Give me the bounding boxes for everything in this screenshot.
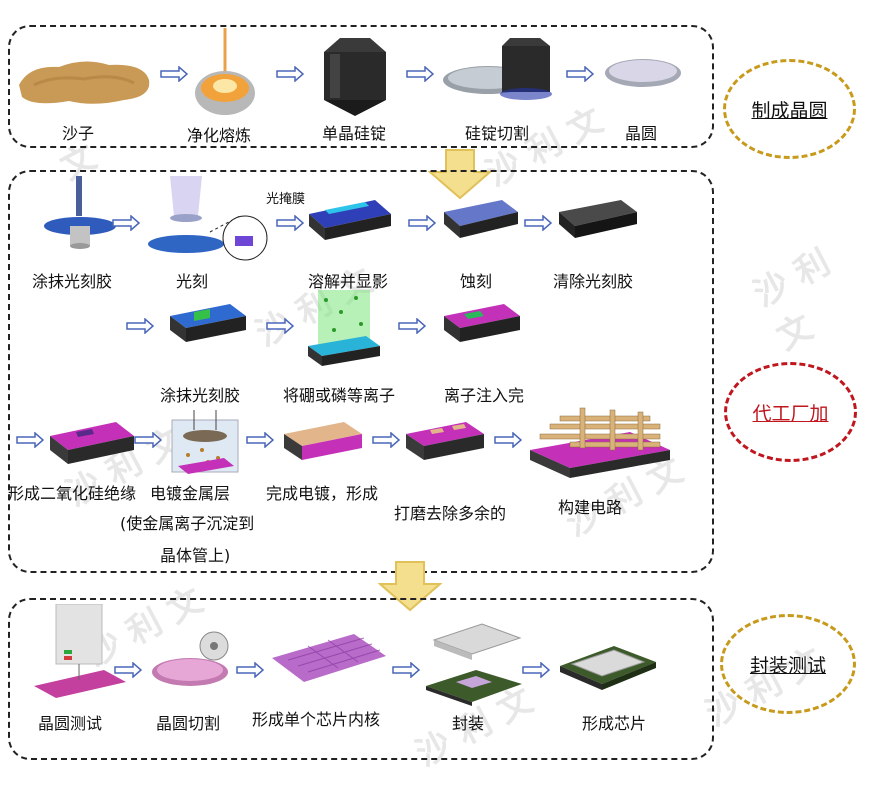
spin-coat-image (44, 176, 116, 249)
stage-package-ellipse: 封装测试 (720, 614, 856, 714)
step-label: 硅锭切割 (465, 124, 530, 143)
lithography-image (148, 176, 268, 261)
plating-done-image (284, 422, 362, 460)
step-label: 溶解并显影 (308, 272, 389, 291)
arrow-icon (524, 215, 552, 231)
etch-image (444, 200, 518, 238)
step-label: 蚀刻 (460, 272, 493, 291)
photomask-label: 光掩膜 (266, 192, 306, 207)
step-label: 形成单个芯片内核 (252, 710, 381, 729)
step-label: 电镀金属层 (150, 484, 231, 503)
arrow-icon (16, 432, 44, 448)
stage-wafer-box (8, 25, 714, 148)
step-label: 光刻 (176, 272, 209, 291)
strip-resist-image (559, 200, 637, 238)
chip-image (560, 646, 656, 690)
implant-done-image (444, 304, 520, 342)
wafer-test-image (34, 604, 126, 698)
polish-image (406, 422, 484, 460)
arrow-icon (114, 662, 142, 678)
ingot-cutting-image (443, 38, 552, 100)
die-image (272, 634, 386, 682)
circuit-build-image (530, 407, 670, 478)
ion-implant-image (308, 290, 380, 366)
step-label: 涂抹光刻胶 (32, 272, 113, 291)
arrow-icon (112, 215, 140, 231)
arrow-icon (522, 662, 550, 678)
arrow-icon (494, 432, 522, 448)
arrow-icon (406, 66, 434, 82)
melting-image (195, 28, 255, 115)
wafer-dicing-image (152, 631, 229, 686)
stage-arrow-icon (378, 561, 442, 612)
stage-package-box (8, 598, 714, 760)
arrow-icon (126, 318, 154, 334)
arrow-icon (276, 66, 304, 82)
arrow-icon (408, 215, 436, 231)
watermark: 沙 利 文 (747, 242, 837, 359)
step-label: 形成二氧化硅绝缘 (8, 484, 137, 503)
stage-foundry-box (8, 170, 714, 573)
stage-wafer-ellipse: 制成晶圆 (723, 59, 856, 159)
arrow-icon (276, 215, 304, 231)
stage-arrow-icon (428, 149, 492, 200)
arrow-icon (134, 432, 162, 448)
step-label: 形成芯片 (582, 714, 647, 733)
step-label: 完成电镀，形成 (266, 484, 379, 503)
step-label: 净化熔炼 (187, 126, 252, 145)
step-label: 晶圆测试 (38, 714, 103, 733)
arrow-icon (392, 662, 420, 678)
arrow-icon (236, 662, 264, 678)
step-label: 离子注入完 (444, 386, 525, 405)
step-label: 晶圆 (625, 124, 658, 143)
step-label: 打磨去除多余的 (394, 504, 507, 523)
arrow-icon (160, 66, 188, 82)
wafer-image (605, 59, 681, 87)
step-label: 将硼或磷等离子 (283, 386, 396, 405)
oxide-image (50, 422, 134, 464)
step-label: 晶体管上) (160, 546, 231, 565)
sand-image (19, 61, 150, 104)
arrow-icon (246, 432, 274, 448)
develop-image (309, 200, 391, 240)
step-label: 构建电路 (558, 498, 623, 517)
step-label: 涂抹光刻胶 (160, 386, 241, 405)
step-label: 沙子 (62, 124, 95, 143)
coat-layer-image (170, 304, 246, 342)
step-label: (使金属离子沉淀到 (120, 514, 255, 533)
step-label: 封装 (452, 714, 485, 733)
stage-foundry-ellipse: 代工厂加 (724, 362, 857, 462)
packaging-image (426, 623, 522, 706)
step-label: 清除光刻胶 (553, 272, 634, 291)
ingot-image (324, 38, 386, 116)
electroplating-image (171, 410, 239, 474)
arrow-icon (566, 66, 594, 82)
step-label: 晶圆切割 (156, 714, 221, 733)
arrow-icon (372, 432, 400, 448)
arrow-icon (398, 318, 426, 334)
arrow-icon (266, 318, 294, 334)
step-label: 单晶硅锭 (322, 124, 387, 143)
